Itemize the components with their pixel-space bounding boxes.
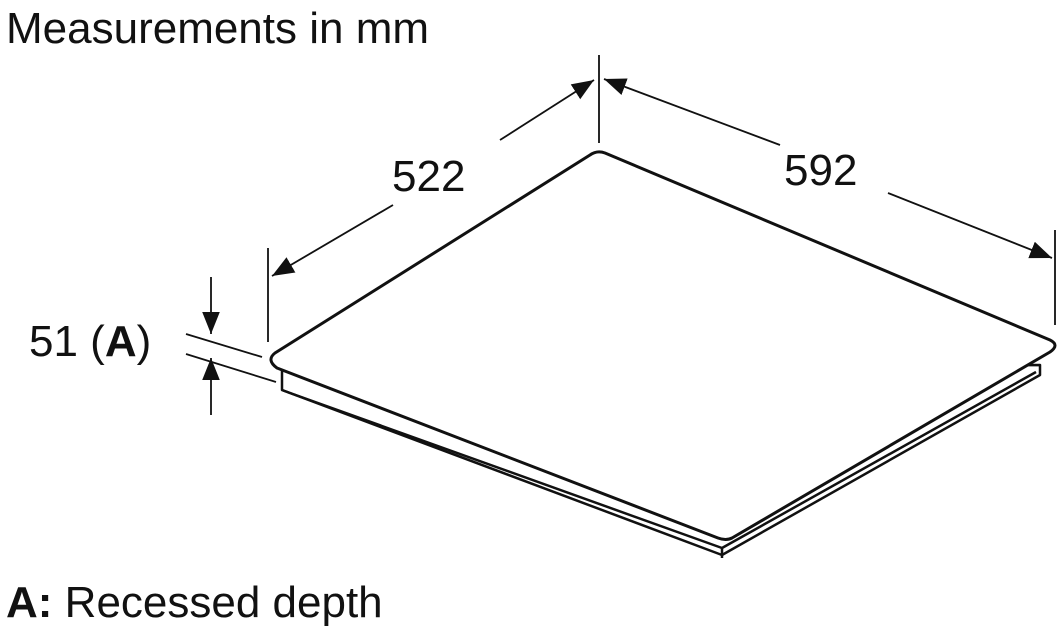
recessed-depth-open-paren: ( [78,317,105,366]
extension-lines [185,55,1056,383]
legend-key: A: [6,578,52,627]
recessed-depth-ref: A [105,317,137,366]
recessed-depth-label: 51 (A) [29,317,151,366]
depth-dimension-line [271,79,595,277]
width-label: 592 [784,146,857,195]
diagram-title: Measurements in mm [6,4,429,53]
legend: A: Recessed depth [6,578,383,627]
recessed-depth-value: 51 [29,317,78,366]
recessed-depth-close-paren: ) [137,317,152,366]
hob-top [269,150,1057,541]
depth-label: 522 [392,152,465,201]
legend-text: Recessed depth [52,578,382,627]
width-dimension-line [603,78,1053,259]
